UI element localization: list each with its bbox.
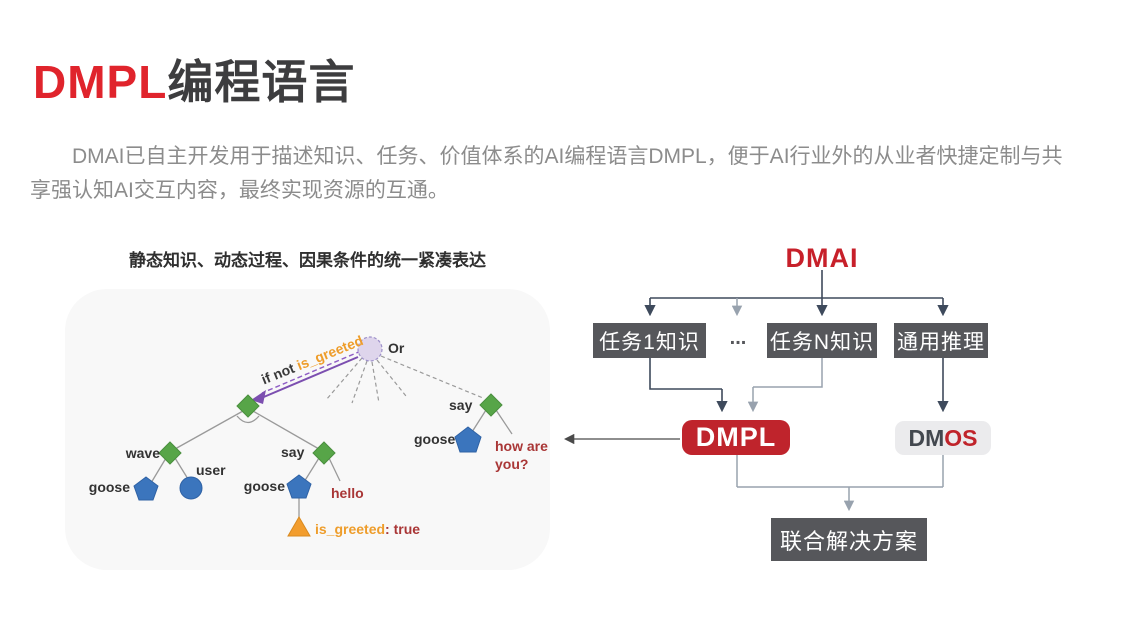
say-mid-label: say — [281, 444, 305, 460]
say-right-diamond-node — [479, 393, 503, 417]
or-node — [357, 336, 383, 362]
dmai-root-label: DMAI — [785, 243, 859, 273]
tree-edges — [150, 409, 513, 519]
goose-left-pentagon-node — [133, 476, 159, 501]
greeted-state-label: is_greeted: true — [315, 521, 420, 537]
taskN-knowledge-box: 任务N知识 — [767, 323, 877, 358]
goose-right-label: goose — [414, 431, 456, 447]
flowchart-connectors — [563, 270, 949, 512]
task1-knowledge-box: 任务1知识 — [593, 323, 706, 358]
tree-diagram — [133, 336, 513, 537]
tree-panel-title: 静态知识、动态过程、因果条件的统一紧凑表达 — [129, 251, 486, 270]
wave-diamond-node — [158, 441, 182, 465]
taskN-elbow-line — [753, 358, 823, 388]
condition-arrowhead — [251, 390, 266, 404]
dmos-dm-text: DM — [908, 424, 945, 451]
say-right-label: say — [449, 397, 473, 413]
ellipsis-label: ... — [729, 327, 747, 349]
goose-mid-label: goose — [243, 478, 285, 494]
or-label: Or — [388, 340, 405, 356]
condition-arrow — [251, 350, 362, 404]
how-are-you-label: how are you? — [495, 438, 548, 473]
wave-label: wave — [125, 445, 160, 461]
dmos-os-text: OS — [944, 424, 978, 451]
intro-paragraph: DMAI已自主开发用于描述知识、任务、价值体系的AI编程语言DMPL，便于AI行… — [30, 145, 1063, 202]
page-title: DMPL编程语言 — [33, 46, 355, 112]
goose-mid-pentagon-node — [286, 474, 312, 499]
and-arc — [236, 415, 260, 424]
or-dashed-branches — [325, 355, 484, 404]
hello-label: hello — [331, 485, 364, 501]
joint-solution-box: 联合解决方案 — [771, 518, 927, 561]
user-label: user — [196, 462, 226, 478]
user-circle-node — [179, 476, 203, 500]
greeted-var-label: is_greeted — [315, 521, 386, 537]
general-reasoning-box: 通用推理 — [894, 323, 988, 358]
say-diamond-node — [312, 441, 336, 465]
page-title-highlight: DMPL — [33, 56, 168, 108]
goose-right-pentagon-node — [454, 426, 482, 453]
goose-left-label: goose — [88, 479, 130, 495]
dmpl-box: DMPL — [682, 420, 790, 455]
greeted-triangle-node — [287, 516, 311, 537]
task1-elbow-line — [649, 358, 722, 390]
greeted-val-label: : true — [385, 521, 421, 537]
root-diamond-node — [236, 394, 260, 418]
page-title-rest: 编程语言 — [167, 56, 356, 108]
